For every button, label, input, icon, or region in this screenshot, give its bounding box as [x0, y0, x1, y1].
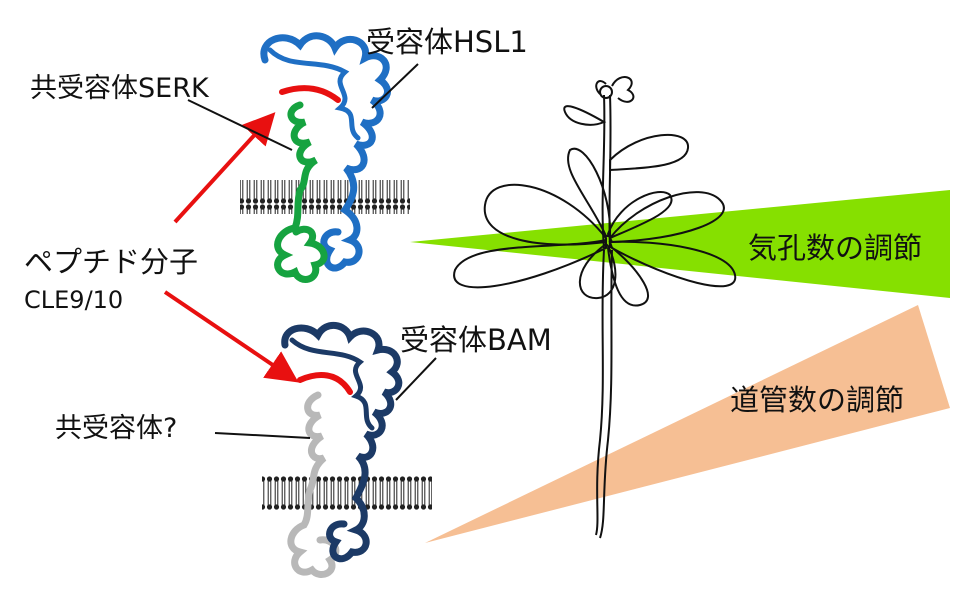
- hsl1-receptor-shape: [260, 32, 391, 272]
- label-serk-coreceptor: 共受容体SERK: [30, 73, 210, 104]
- lower-peptide-mark: [297, 372, 353, 395]
- label-peptide-name: CLE9/10: [24, 286, 123, 314]
- bam-receptor-shape: [281, 322, 403, 563]
- lower-membrane: [262, 476, 432, 510]
- label-unknown-coreceptor: 共受容体?: [55, 413, 177, 444]
- leader-serk: [187, 99, 293, 151]
- label-peptide: ペプチド分子: [24, 245, 198, 279]
- arrow-to-lower-complex: [163, 290, 299, 383]
- stomata-wedge: [410, 190, 950, 298]
- upper-membrane: [240, 180, 410, 214]
- label-xylem-regulation: 道管数の調節: [730, 383, 904, 417]
- arrow-to-upper-complex: [173, 112, 276, 224]
- leader-hsl1: [371, 63, 419, 109]
- label-hsl1-receptor: 受容体HSL1: [366, 25, 528, 59]
- unknown-coreceptor-shape: [287, 391, 340, 578]
- label-stomata-regulation: 気孔数の調節: [748, 231, 922, 265]
- plant-illustration: [453, 76, 737, 539]
- leader-bam: [395, 357, 437, 401]
- label-bam-receptor: 受容体BAM: [400, 323, 552, 357]
- leader-unknown: [214, 432, 311, 439]
- xylem-wedge: [425, 305, 950, 543]
- upper-peptide-mark: [279, 85, 341, 103]
- serk-coreceptor-shape: [274, 101, 328, 283]
